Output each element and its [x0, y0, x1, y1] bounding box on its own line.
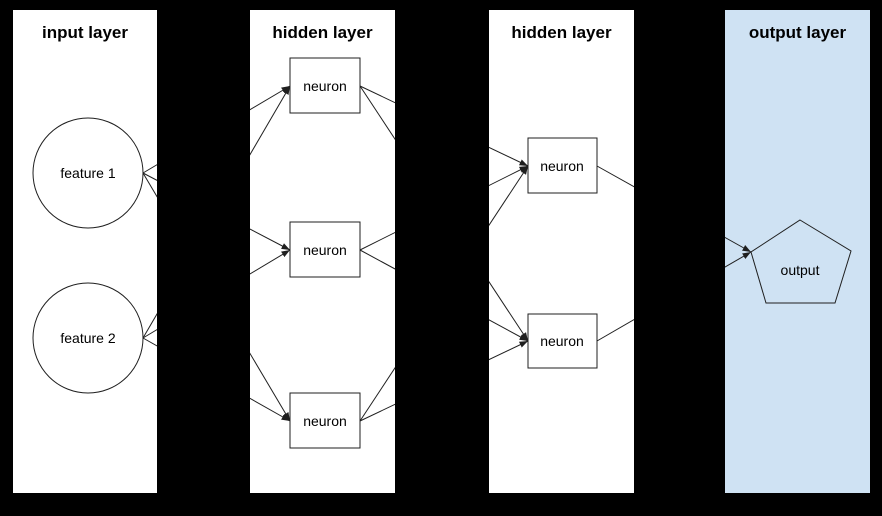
gap-cover-3: [634, 0, 725, 516]
node-hidden2-neuron-1: [527, 137, 598, 194]
gap-cover-1: [157, 0, 250, 516]
hidden1-neuron-1-label: neuron: [303, 78, 347, 94]
hidden2-neuron-2-label: neuron: [540, 333, 584, 349]
feature-2-label: feature 2: [60, 330, 115, 346]
hidden2-neuron-1-label: neuron: [540, 158, 584, 174]
panel-gap-covers: [157, 0, 725, 516]
input-layer-title: input layer: [42, 23, 128, 42]
gap-cover-2: [395, 0, 489, 516]
hidden1-neuron-2-label: neuron: [303, 242, 347, 258]
feature-1-label: feature 1: [60, 165, 115, 181]
node-hidden1-neuron-1: [289, 57, 361, 114]
node-feature-2: [32, 282, 144, 394]
node-output-pentagon: [750, 219, 852, 304]
input-layer-panel: [13, 10, 157, 493]
hidden1-neuron-3-label: neuron: [303, 413, 347, 429]
nodes-group: [32, 57, 852, 449]
output-label: output: [781, 262, 820, 278]
node-hidden1-neuron-2: [289, 221, 361, 278]
output-layer-title: output layer: [749, 23, 847, 42]
hidden-layer-1-title: hidden layer: [272, 23, 373, 42]
hidden-layer-2-title: hidden layer: [511, 23, 612, 42]
node-hidden2-neuron-2: [527, 313, 598, 369]
hidden-layer-2-panel: [489, 10, 634, 493]
node-hidden1-neuron-3: [289, 392, 361, 449]
node-feature-1: [32, 117, 144, 229]
node-labels-group: feature 1 feature 2 neuron neuron neuron…: [60, 78, 819, 429]
